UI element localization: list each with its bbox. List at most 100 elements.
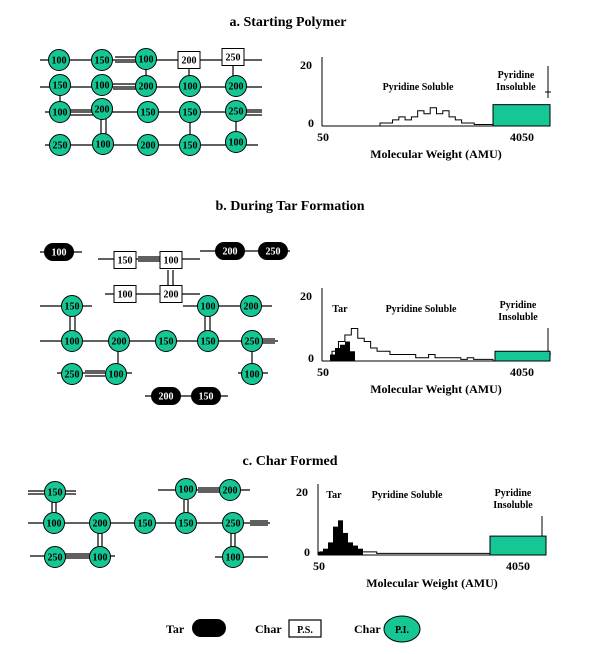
char-pi-shape <box>89 512 111 534</box>
region-label: Pyridine Soluble <box>386 304 457 315</box>
char-pi-shape <box>197 295 219 317</box>
line-pyridine-soluble <box>379 107 494 126</box>
node-tar: 200 <box>215 242 245 260</box>
bar-pyridine-insoluble <box>492 104 551 127</box>
node-value: 100 <box>52 248 67 259</box>
node-pi: 200 <box>108 330 130 352</box>
char-pi-shape <box>197 330 219 352</box>
node-value: 200 <box>112 337 127 348</box>
node-value: 200 <box>141 141 156 152</box>
node-value: 150 <box>65 302 80 313</box>
char-pi-shape <box>91 49 113 71</box>
node-value: 100 <box>245 370 260 381</box>
node-ps: 100 <box>159 251 183 269</box>
char-pi-shape <box>48 49 70 71</box>
tar-shape <box>151 387 181 405</box>
x-tick-label: 4050 <box>510 365 534 379</box>
node-value: 200 <box>223 247 238 258</box>
char-pi-shape <box>89 546 111 568</box>
node-value: 150 <box>199 392 214 403</box>
node-value: 200 <box>244 302 259 313</box>
y-tick-label: 20 <box>300 289 312 303</box>
node-pi: 150 <box>137 101 159 123</box>
char-pi-shape <box>179 134 201 156</box>
node-pi: 150 <box>197 330 219 352</box>
node-pi: 250 <box>225 100 247 122</box>
node-pi: 150 <box>175 512 197 534</box>
char-pi-shape <box>222 546 244 568</box>
tar-shape <box>44 243 74 261</box>
y-tick-label: 0 <box>308 351 314 365</box>
node-pi: 150 <box>179 134 201 156</box>
bar-tar <box>335 348 340 361</box>
bar-pyridine-insoluble <box>494 350 551 362</box>
node-pi: 150 <box>61 295 83 317</box>
char-pi-shape <box>219 479 241 501</box>
node-ps: 200 <box>159 285 183 303</box>
bar-tar <box>353 545 358 555</box>
bar-tar <box>338 520 343 555</box>
char-pi-shape <box>105 363 127 385</box>
char-pi-shape <box>108 330 130 352</box>
node-pi: 100 <box>105 363 127 385</box>
char-pi-shape <box>241 363 263 385</box>
node-tar: 100 <box>44 243 74 261</box>
node-pi: 250 <box>222 512 244 534</box>
char-pi-shape <box>225 75 247 97</box>
node-pi: 100 <box>48 49 70 71</box>
char-pi-shape <box>225 100 247 122</box>
node-pi: 150 <box>155 330 177 352</box>
node-pi: 100 <box>197 295 219 317</box>
node-ps: 250 <box>221 48 245 66</box>
char-pi-shape <box>240 295 262 317</box>
node-ps: 100 <box>113 285 137 303</box>
node-tar: 250 <box>258 242 288 260</box>
char-pi-shape <box>44 546 66 568</box>
node-value: 250 <box>245 337 260 348</box>
node-value: 250 <box>266 247 281 258</box>
node-tar: 150 <box>191 387 221 405</box>
legend-char-pi-label: Char <box>354 622 381 636</box>
node-pi: 100 <box>225 131 247 153</box>
node-pi: 200 <box>225 75 247 97</box>
node-value: 200 <box>95 105 110 116</box>
char-ps-shape <box>113 251 137 269</box>
panel-a-title: a. Starting Polymer <box>229 15 346 30</box>
bar-tar <box>350 351 355 361</box>
panel-b-title: b. During Tar Formation <box>215 199 364 214</box>
node-value: 150 <box>183 141 198 152</box>
char-pi-shape <box>91 74 113 96</box>
node-pi: 150 <box>179 101 201 123</box>
bar-tar <box>343 532 348 555</box>
node-pi: 200 <box>89 512 111 534</box>
char-pi-shape <box>49 74 71 96</box>
node-tar: 200 <box>151 387 181 405</box>
node-value: 200 <box>159 392 174 403</box>
node-value: 100 <box>201 302 216 313</box>
node-value: 100 <box>96 140 111 151</box>
node-pi: 150 <box>44 481 66 503</box>
char-pi-shape <box>134 512 156 534</box>
node-value: 250 <box>48 553 63 564</box>
char-ps-shape <box>177 51 201 69</box>
char-pi-shape <box>179 101 201 123</box>
tar-shape <box>258 242 288 260</box>
legend-char-pi-swatch <box>383 615 421 643</box>
node-ps: 150 <box>113 251 137 269</box>
node-value: 100 <box>95 81 110 92</box>
node-pi: 250 <box>49 134 71 156</box>
node-pi: 200 <box>240 295 262 317</box>
bar-tar <box>340 344 345 361</box>
node-value: 150 <box>95 56 110 67</box>
bar-pyridine-insoluble <box>489 535 547 556</box>
char-pi-shape <box>49 134 71 156</box>
node-value: 200 <box>164 290 179 301</box>
char-ps-shape <box>159 285 183 303</box>
node-pi: 100 <box>91 74 113 96</box>
char-pi-shape <box>137 101 159 123</box>
node-value: 100 <box>93 553 108 564</box>
legend-tar-swatch <box>192 619 226 637</box>
legend-char-ps-label: Char <box>255 622 282 636</box>
